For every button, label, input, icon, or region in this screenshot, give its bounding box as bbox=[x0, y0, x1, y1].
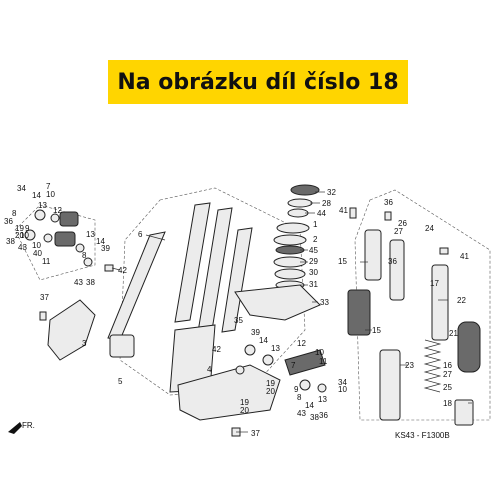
callout-42: 42 bbox=[118, 266, 127, 275]
callout-13d: 13 bbox=[318, 395, 327, 404]
callout-30: 30 bbox=[309, 268, 318, 277]
callout-38c: 38 bbox=[310, 413, 319, 422]
callout-21: 21 bbox=[449, 329, 458, 338]
callout-28: 28 bbox=[322, 199, 331, 208]
callout-23: 23 bbox=[405, 361, 414, 370]
callout-16: 16 bbox=[443, 361, 452, 370]
callout-45: 45 bbox=[309, 246, 318, 255]
diagram-code: KS43 - F1300B bbox=[395, 431, 450, 440]
callout-34: 34 bbox=[17, 184, 26, 193]
callout-41: 41 bbox=[339, 206, 348, 215]
front-fork bbox=[107, 202, 253, 393]
title-banner-text: Na obrázku díl číslo 18 bbox=[117, 69, 399, 95]
front-fender bbox=[177, 364, 281, 421]
callout-5: 5 bbox=[118, 377, 123, 386]
callout-32: 32 bbox=[327, 188, 336, 197]
grip bbox=[457, 321, 481, 373]
callout-10e: 10 bbox=[338, 385, 347, 394]
callout-11b: 11 bbox=[319, 357, 328, 366]
left-linkage bbox=[24, 209, 93, 267]
rear-shocks bbox=[347, 229, 449, 421]
left-cover bbox=[47, 299, 96, 361]
callout-34b: 34 bbox=[338, 378, 347, 387]
callout-25: 25 bbox=[443, 383, 452, 392]
callout-43b: 43 bbox=[74, 278, 83, 287]
fender-upper bbox=[234, 284, 321, 321]
callout-41b: 41 bbox=[460, 252, 469, 261]
callout-33: 33 bbox=[320, 298, 329, 307]
outline-right bbox=[354, 189, 491, 421]
callout-43: 43 bbox=[18, 243, 27, 252]
callout-12b: 12 bbox=[297, 339, 306, 348]
callout-11: 11 bbox=[42, 257, 51, 266]
callout-8: 8 bbox=[12, 209, 17, 218]
callout-36b: 36 bbox=[384, 198, 393, 207]
callout-9b: 9 bbox=[294, 385, 299, 394]
spring bbox=[423, 339, 442, 393]
callout-13c: 13 bbox=[271, 344, 280, 353]
callout-20: 20 bbox=[15, 231, 24, 240]
callout-9: 9 bbox=[25, 224, 30, 233]
callout-8c: 8 bbox=[297, 393, 302, 402]
callout-38: 38 bbox=[6, 237, 15, 246]
callout-14b: 14 bbox=[96, 237, 105, 246]
callout-3: 3 bbox=[82, 339, 87, 348]
callout-10c: 10 bbox=[32, 241, 41, 250]
callout-37: 37 bbox=[40, 293, 49, 302]
callout-10d: 10 bbox=[315, 348, 324, 357]
callout-26: 26 bbox=[398, 219, 407, 228]
callout-27: 27 bbox=[394, 227, 403, 236]
right-linkage bbox=[235, 344, 327, 393]
callout-24: 24 bbox=[425, 224, 434, 233]
callout-10b: 10 bbox=[20, 231, 29, 240]
callout-14d: 14 bbox=[305, 401, 314, 410]
callout-20b: 20 bbox=[266, 387, 275, 396]
callout-1: 1 bbox=[313, 220, 318, 229]
callout-4: 4 bbox=[207, 365, 212, 374]
callout-31: 31 bbox=[309, 280, 318, 289]
callout-13: 13 bbox=[38, 201, 47, 210]
callout-2: 2 bbox=[313, 235, 318, 244]
callout-36: 36 bbox=[4, 217, 13, 226]
callout-44: 44 bbox=[317, 209, 326, 218]
callout-36c: 36 bbox=[388, 257, 397, 266]
callout-35: 35 bbox=[234, 316, 243, 325]
callout-15b: 15 bbox=[372, 326, 381, 335]
callout-18: 18 bbox=[443, 399, 452, 408]
callout-22: 22 bbox=[457, 296, 466, 305]
direction-label: FR. bbox=[22, 421, 35, 430]
callout-15: 15 bbox=[338, 257, 347, 266]
callout-40: 40 bbox=[33, 249, 42, 258]
callout-19b: 19 bbox=[266, 379, 275, 388]
part-18 bbox=[454, 399, 474, 426]
front-direction-arrow-icon bbox=[8, 422, 22, 434]
callout-27b: 27 bbox=[443, 370, 452, 379]
callout-43c: 43 bbox=[297, 409, 306, 418]
callout-39b: 39 bbox=[251, 328, 260, 337]
callout-7b: 7 bbox=[291, 361, 296, 370]
callout-12: 12 bbox=[53, 206, 62, 215]
callout-36d: 36 bbox=[319, 411, 328, 420]
callout-20c: 20 bbox=[240, 406, 249, 415]
callout-19c: 19 bbox=[240, 398, 249, 407]
steering-stem-stack bbox=[273, 184, 320, 290]
callout-17: 17 bbox=[430, 279, 439, 288]
callout-8b: 8 bbox=[82, 251, 87, 260]
title-banner: Na obrázku díl číslo 18 bbox=[108, 60, 408, 104]
callout-39: 39 bbox=[101, 244, 110, 253]
callout-42b: 42 bbox=[212, 345, 221, 354]
callout-37b: 37 bbox=[251, 429, 260, 438]
callout-38b: 38 bbox=[86, 278, 95, 287]
callout-13b: 13 bbox=[86, 230, 95, 239]
callout-6: 6 bbox=[138, 230, 143, 239]
callout-19: 19 bbox=[15, 224, 24, 233]
leader-lines bbox=[111, 191, 472, 433]
callout-7: 7 bbox=[46, 182, 51, 191]
callout-14c: 14 bbox=[259, 336, 268, 345]
callout-10: 10 bbox=[46, 190, 55, 199]
callout-29: 29 bbox=[309, 257, 318, 266]
callout-14: 14 bbox=[32, 191, 41, 200]
